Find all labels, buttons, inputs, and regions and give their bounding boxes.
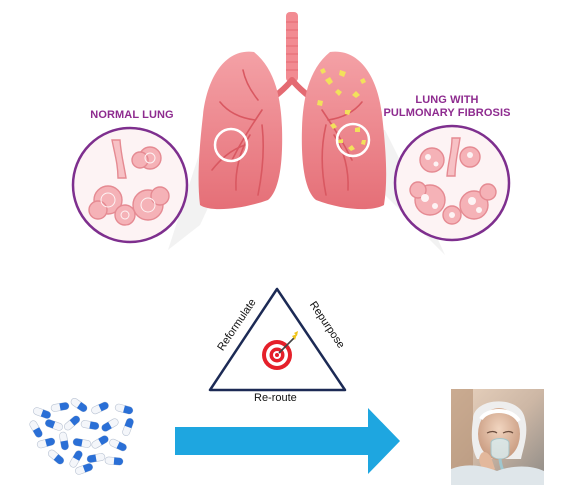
reroute-label: Re-route [254, 392, 297, 404]
normal-lung-label: NORMAL LUNG [90, 109, 174, 121]
normal-lung-magnifier [71, 126, 189, 244]
left-bronchi [211, 69, 264, 196]
fibrosis-label-line2: PULMONARY FIBROSIS [383, 107, 511, 119]
right-zoom-ring [335, 122, 371, 158]
fibrosis-label-line1: LUNG WITH [415, 94, 479, 106]
fibrosis-spots [317, 68, 366, 151]
fibrosis-lung-magnifier [393, 124, 511, 242]
patient-with-oxygen-mask-photo [451, 389, 544, 485]
fibrosis-lung-label: LUNG WITH PULMONARY FIBROSIS [382, 94, 512, 120]
left-zoom-ring [213, 127, 249, 163]
target-icon [262, 331, 298, 370]
left-lung [198, 51, 283, 210]
strategy-triangle [208, 287, 347, 392]
capsules-illustration [27, 396, 135, 475]
arrow-right [175, 408, 400, 474]
